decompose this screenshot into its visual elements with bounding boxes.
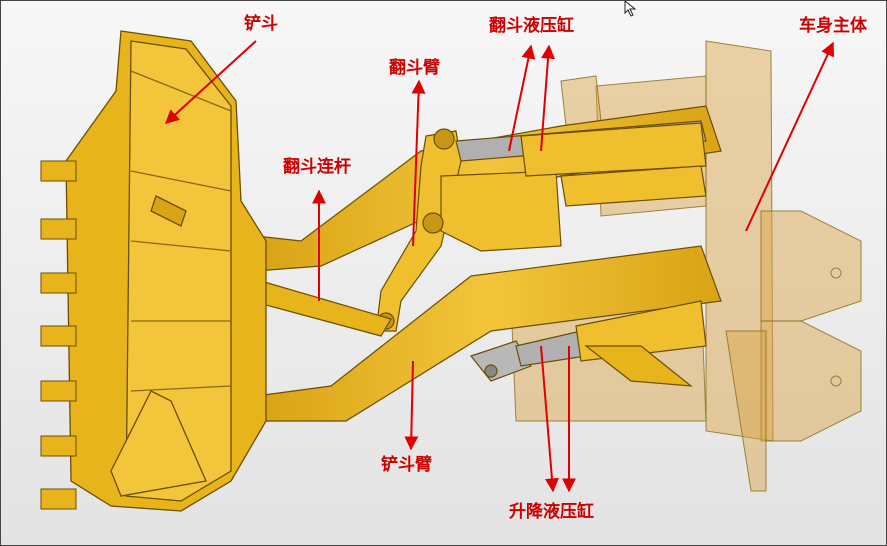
bucket-teeth [40,160,77,510]
arrow-tilt-arm [411,79,426,247]
label-tilt-cylinder: 翻斗液压缸 [489,16,574,36]
arrow-boom-arm [404,360,419,451]
label-boom-arm: 铲斗臂 [381,455,432,475]
arrow-lift-cylinder-1 [540,345,559,493]
tilt-arm [375,128,562,332]
arrow-tilt-cylinder-1 [508,44,536,152]
arrow-bucket [164,40,257,124]
tilt-cylinders [455,120,707,207]
bucket [65,30,267,512]
arrow-tilt-cylinder-2 [540,44,556,152]
arrow-body [745,41,835,232]
label-lift-cylinder: 升降液压缸 [509,502,594,522]
annotation-arrows [164,40,835,493]
mouse-pointer-icon [624,1,637,17]
label-tilt-arm: 翻斗臂 [389,58,440,78]
label-bucket: 铲斗 [244,14,278,34]
label-tilt-link: 翻斗连杆 [283,157,351,177]
label-body: 车身主体 [799,16,867,36]
